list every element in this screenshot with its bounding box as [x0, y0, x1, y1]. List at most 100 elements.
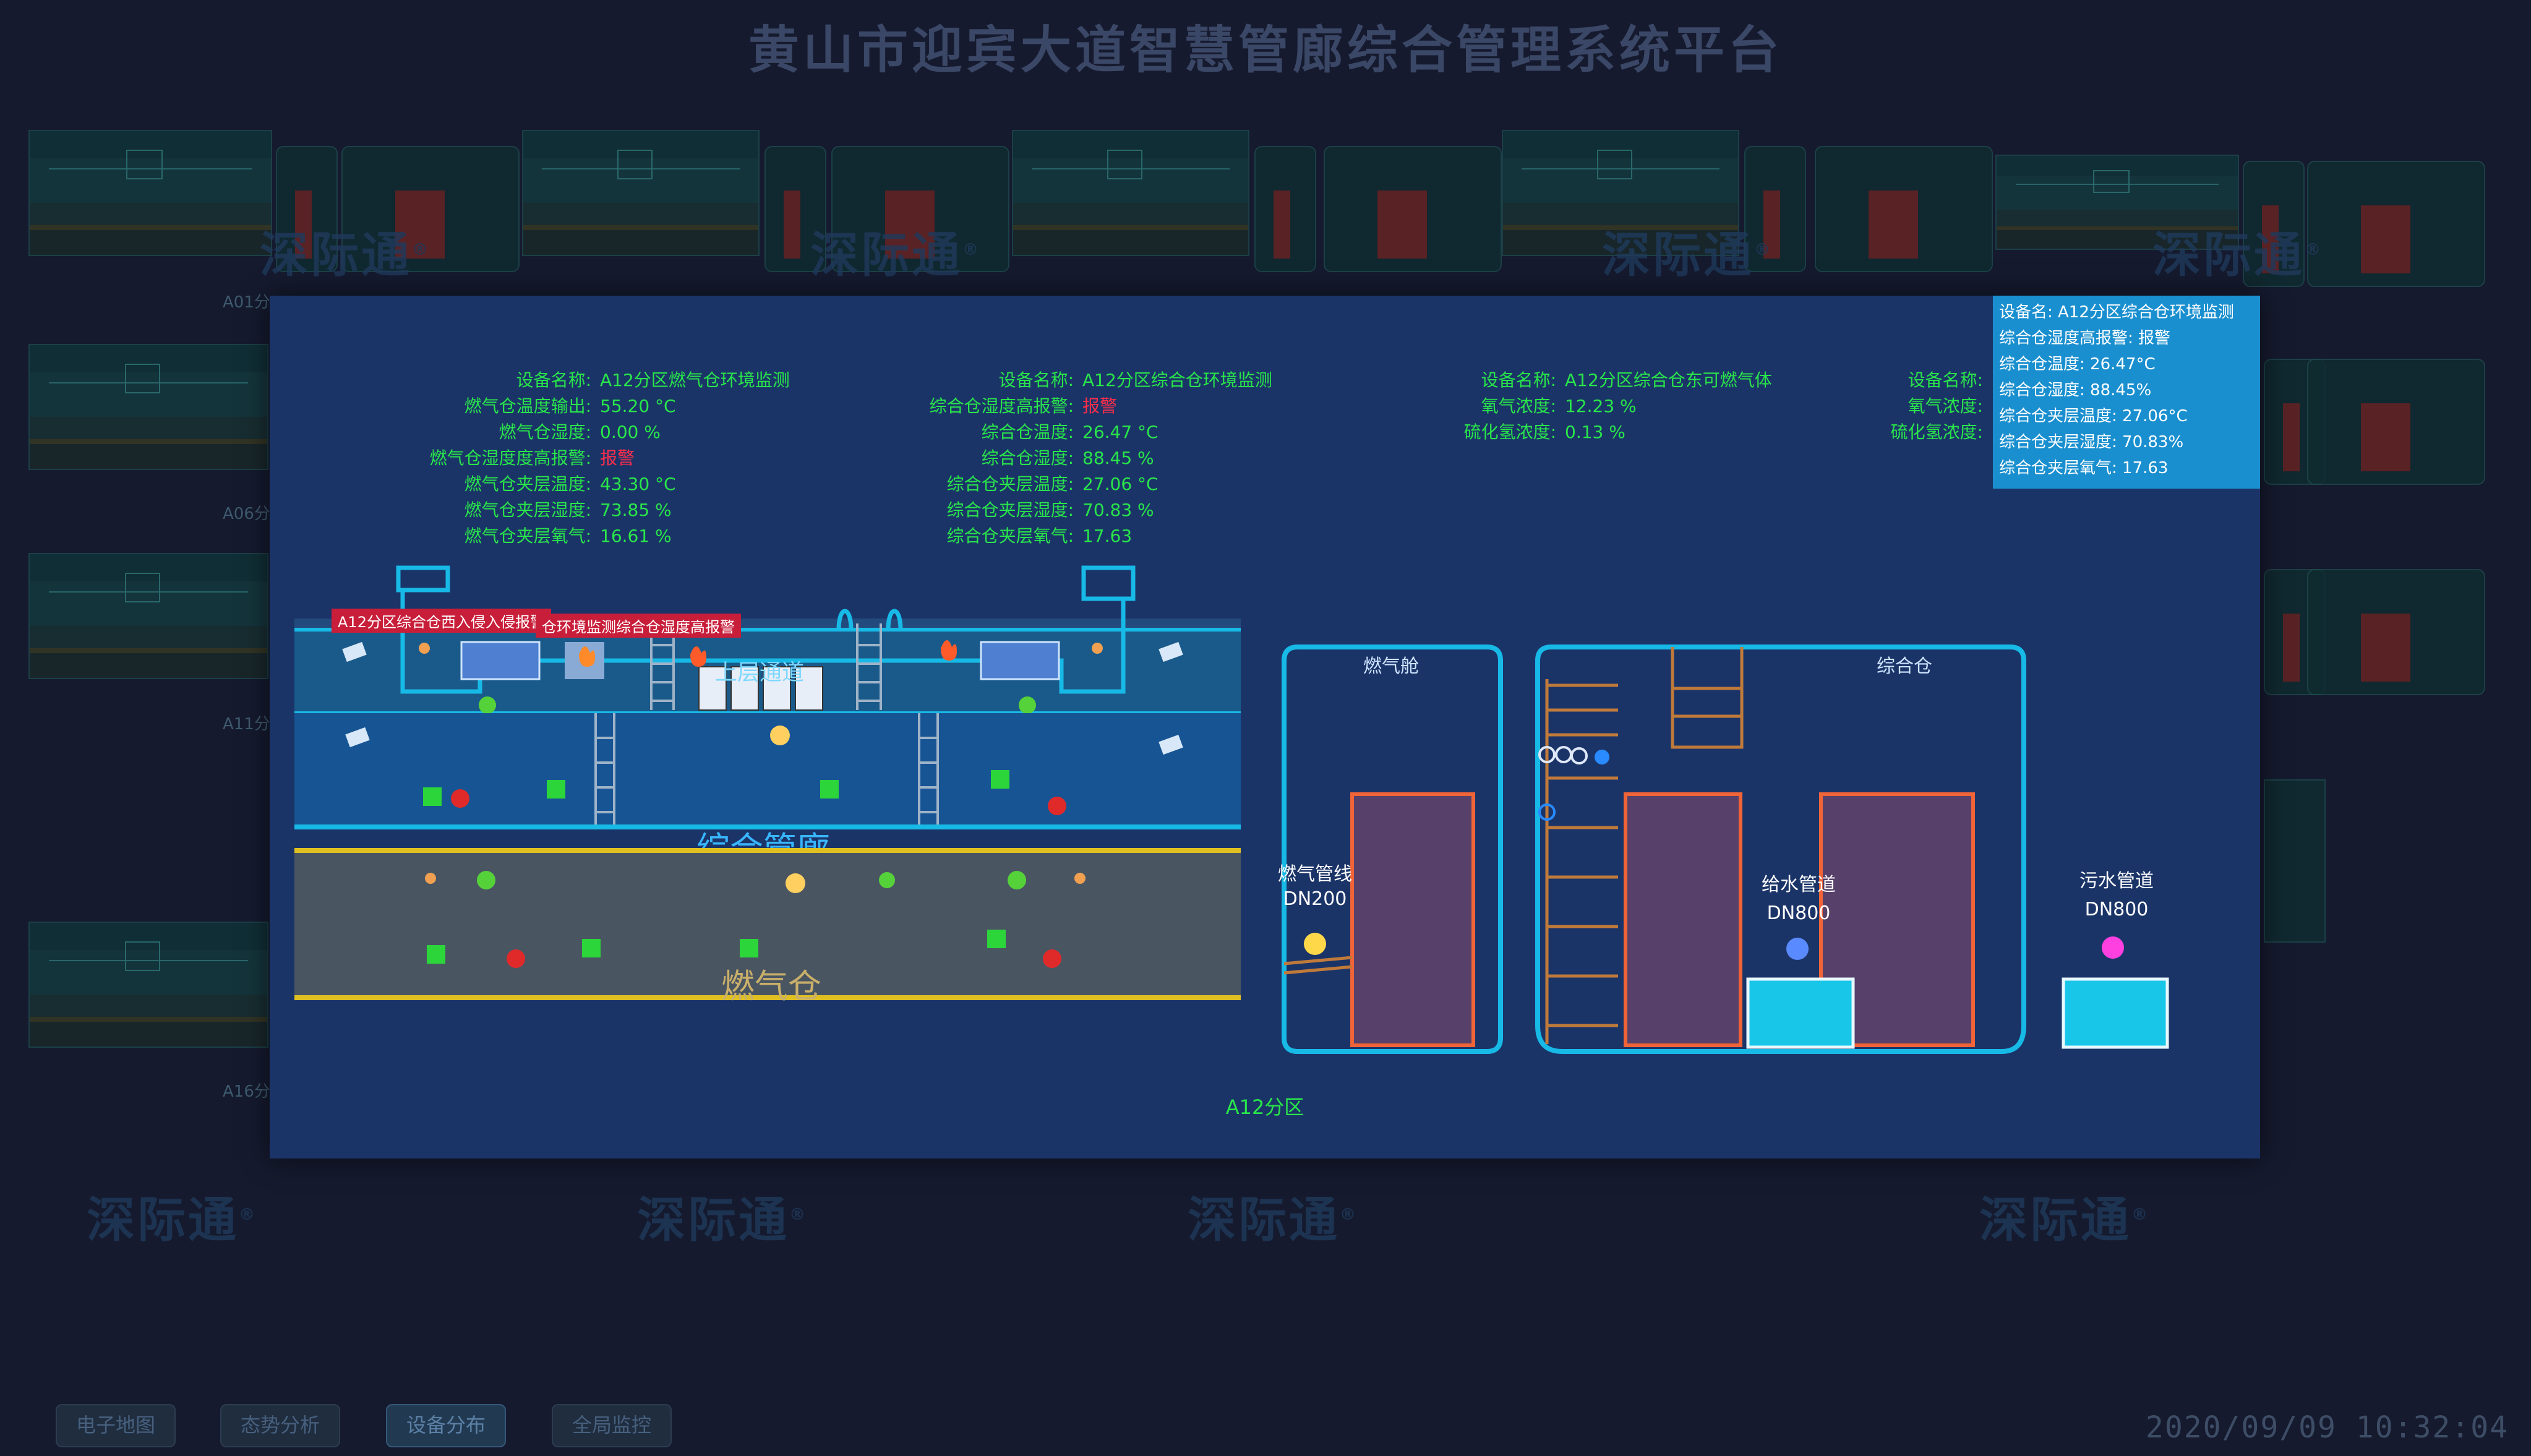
gas-pipe-name: 燃气管线: [1278, 863, 1352, 885]
water-pipe-size: DN800: [1767, 902, 1831, 924]
humidity-alarm-chip[interactable]: 仓环境监测综合仓湿度高报警: [536, 614, 741, 638]
tunnel-thumbnail[interactable]: [2307, 359, 2485, 485]
info-value: 43.30 °C: [600, 474, 676, 494]
alarm-value: 报警: [1082, 396, 1118, 416]
info-label: 综合仓温度:: [981, 422, 1074, 442]
utility-corridor-band: [294, 713, 1241, 829]
upper-passage-label: 上层通道: [715, 660, 805, 685]
tooltip-line: 综合仓温度: 26.47°C: [1999, 355, 2156, 374]
sewage-pipe-size: DN800: [2084, 899, 2149, 920]
page-title: 黄山市迎宾大道智慧管廊综合管理系统平台: [748, 21, 1783, 80]
info-value: 26.47 °C: [1082, 422, 1158, 442]
tooltip-line: 综合仓湿度高报警: 报警: [1999, 329, 2171, 348]
intrusion-alarm-chip[interactable]: A12分区综合仓西入侵入侵报警: [332, 609, 551, 633]
tunnel-thumbnail[interactable]: [764, 146, 826, 272]
tunnel-thumbnail[interactable]: [28, 130, 272, 256]
info-label: 设备名称:: [1481, 370, 1556, 390]
section-label: A01分: [223, 293, 270, 312]
nav-device-distribution[interactable]: 设备分布: [386, 1404, 506, 1447]
tunnel-thumbnail[interactable]: [1012, 130, 1249, 256]
gas-pipe-size: DN200: [1283, 888, 1347, 910]
watermark: 深际通®: [1979, 1193, 2151, 1248]
info-label: 设备名称:: [1908, 370, 1983, 390]
watermark: 深际通®: [637, 1193, 808, 1248]
cross-section-diagram: [1282, 644, 2169, 1054]
tunnel-thumbnail[interactable]: [2243, 161, 2305, 287]
tooltip-line: 综合仓夹层温度: 27.06°C: [1999, 407, 2188, 426]
info-value: 73.85 %: [600, 500, 672, 520]
tunnel-thumbnail[interactable]: [1815, 146, 1993, 272]
info-value: 70.83 %: [1082, 500, 1154, 520]
comprehensive-cabin-title: 综合仓: [1877, 656, 1932, 677]
tooltip-line: 综合仓夹层氧气: 17.63: [1999, 459, 2169, 477]
gas-chamber-label: 燃气仓: [721, 967, 821, 1006]
gas-pipe-label: 燃气管线 DN200: [1278, 862, 1352, 912]
water-pipe-label: 给水管道 DN800: [1762, 871, 1836, 928]
section-label: A16分: [223, 1082, 270, 1101]
info-label: 设备名称:: [998, 370, 1074, 390]
comprehensive-chamber-info-panel: 设备名称: A12分区综合仓环境监测 综合仓湿度高报警: 报警 综合仓温度: 26.4…: [826, 367, 1272, 549]
info-label: 硫化氢浓度:: [1463, 422, 1556, 442]
tunnel-thumbnail[interactable]: [522, 130, 760, 256]
info-label: 设备名称:: [516, 370, 591, 390]
tunnel-thumbnail[interactable]: [28, 922, 268, 1048]
info-label: 综合仓夹层温度:: [946, 474, 1074, 494]
info-value: 88.45 %: [1082, 448, 1154, 468]
tunnel-thumbnail[interactable]: [2307, 569, 2485, 695]
gas-chamber-info-panel: 设备名称:A12分区燃气仓环境监测 燃气仓温度输出:55.20 °C 燃气仓湿度…: [332, 367, 790, 549]
section-label: A11分: [223, 715, 270, 734]
district-detail-modal[interactable]: 设备名称:A12分区燃气仓环境监测 燃气仓温度输出:55.20 °C 燃气仓湿度…: [270, 296, 2260, 1158]
gas-chamber-band: [294, 848, 1241, 1000]
tunnel-thumbnail[interactable]: [1744, 146, 1806, 272]
watermark: 深际通®: [260, 228, 431, 283]
tunnel-thumbnail[interactable]: [1995, 155, 2239, 250]
tunnel-thumbnail[interactable]: [1254, 146, 1316, 272]
info-label: 燃气仓夹层温度:: [464, 474, 591, 494]
info-value: 16.61 %: [600, 526, 672, 546]
device-tooltip: 设备名: A12分区综合仓环境监测 综合仓湿度高报警: 报警 综合仓温度: 26…: [1993, 296, 2260, 489]
tunnel-thumbnail[interactable]: [1324, 146, 1502, 272]
info-value: A12分区燃气仓环境监测: [600, 370, 790, 390]
tunnel-thumbnail[interactable]: [2264, 779, 2326, 943]
info-label: 氧气浓度:: [1481, 396, 1556, 416]
tunnel-thumbnail[interactable]: [28, 553, 268, 679]
watermark: 深际通®: [87, 1193, 258, 1248]
water-pipe-name: 给水管道: [1762, 874, 1836, 896]
watermark: 深际通®: [2152, 228, 2324, 283]
nav-global-monitoring[interactable]: 全局监控: [552, 1404, 672, 1447]
tunnel-thumbnail[interactable]: [341, 146, 520, 272]
gas-chamber-equipment: [425, 871, 1086, 968]
sewage-pipe-label: 污水管道 DN800: [2079, 867, 2154, 924]
utility-corridor-equipment: [345, 713, 1183, 824]
info-label: 燃气仓湿度度高报警:: [429, 448, 591, 468]
info-value: A12分区综合仓环境监测: [1082, 370, 1272, 390]
sewage-pipe-name: 污水管道: [2079, 870, 2154, 892]
watermark: 深际通®: [1602, 228, 1773, 283]
info-label: 综合仓湿度高报警:: [929, 396, 1074, 416]
district-label: A12分区: [1225, 1095, 1304, 1119]
tunnel-thumbnail[interactable]: [276, 146, 338, 272]
info-value: 0.00 %: [600, 422, 661, 442]
section-label: A06分: [223, 505, 270, 523]
info-label: 硫化氢浓度:: [1890, 422, 1983, 442]
nav-electronic-map[interactable]: 电子地图: [56, 1404, 176, 1447]
info-label: 燃气仓温度输出:: [464, 396, 591, 416]
tunnel-thumbnail[interactable]: [831, 146, 1009, 272]
secondary-gas-info-panel: 设备名称: 氧气浓度: 硫化氢浓度:: [1878, 367, 1992, 445]
tunnel-thumbnail[interactable]: [1502, 130, 1739, 256]
watermark: 深际通®: [1188, 1193, 1359, 1248]
info-value: A12分区综合仓东可燃气体: [1565, 370, 1772, 390]
tunnel-thumbnail[interactable]: [28, 344, 268, 470]
clock: 2020/09/09 10:32:04: [2145, 1410, 2509, 1445]
info-value: 12.23 %: [1565, 396, 1637, 416]
info-value: 27.06 °C: [1082, 474, 1158, 494]
info-label: 燃气仓湿度:: [499, 422, 591, 442]
gas-cabin-title: 燃气舱: [1363, 656, 1419, 677]
tooltip-line: 综合仓夹层湿度: 70.83%: [1999, 433, 2184, 452]
info-label: 综合仓夹层氧气:: [946, 526, 1074, 546]
info-value: 0.13 %: [1565, 422, 1625, 442]
tunnel-thumbnail[interactable]: [2307, 161, 2485, 287]
nav-situation-analysis[interactable]: 态势分析: [220, 1404, 340, 1447]
alarm-value: 报警: [600, 448, 635, 468]
tooltip-line: 综合仓湿度: 88.45%: [1999, 381, 2152, 400]
